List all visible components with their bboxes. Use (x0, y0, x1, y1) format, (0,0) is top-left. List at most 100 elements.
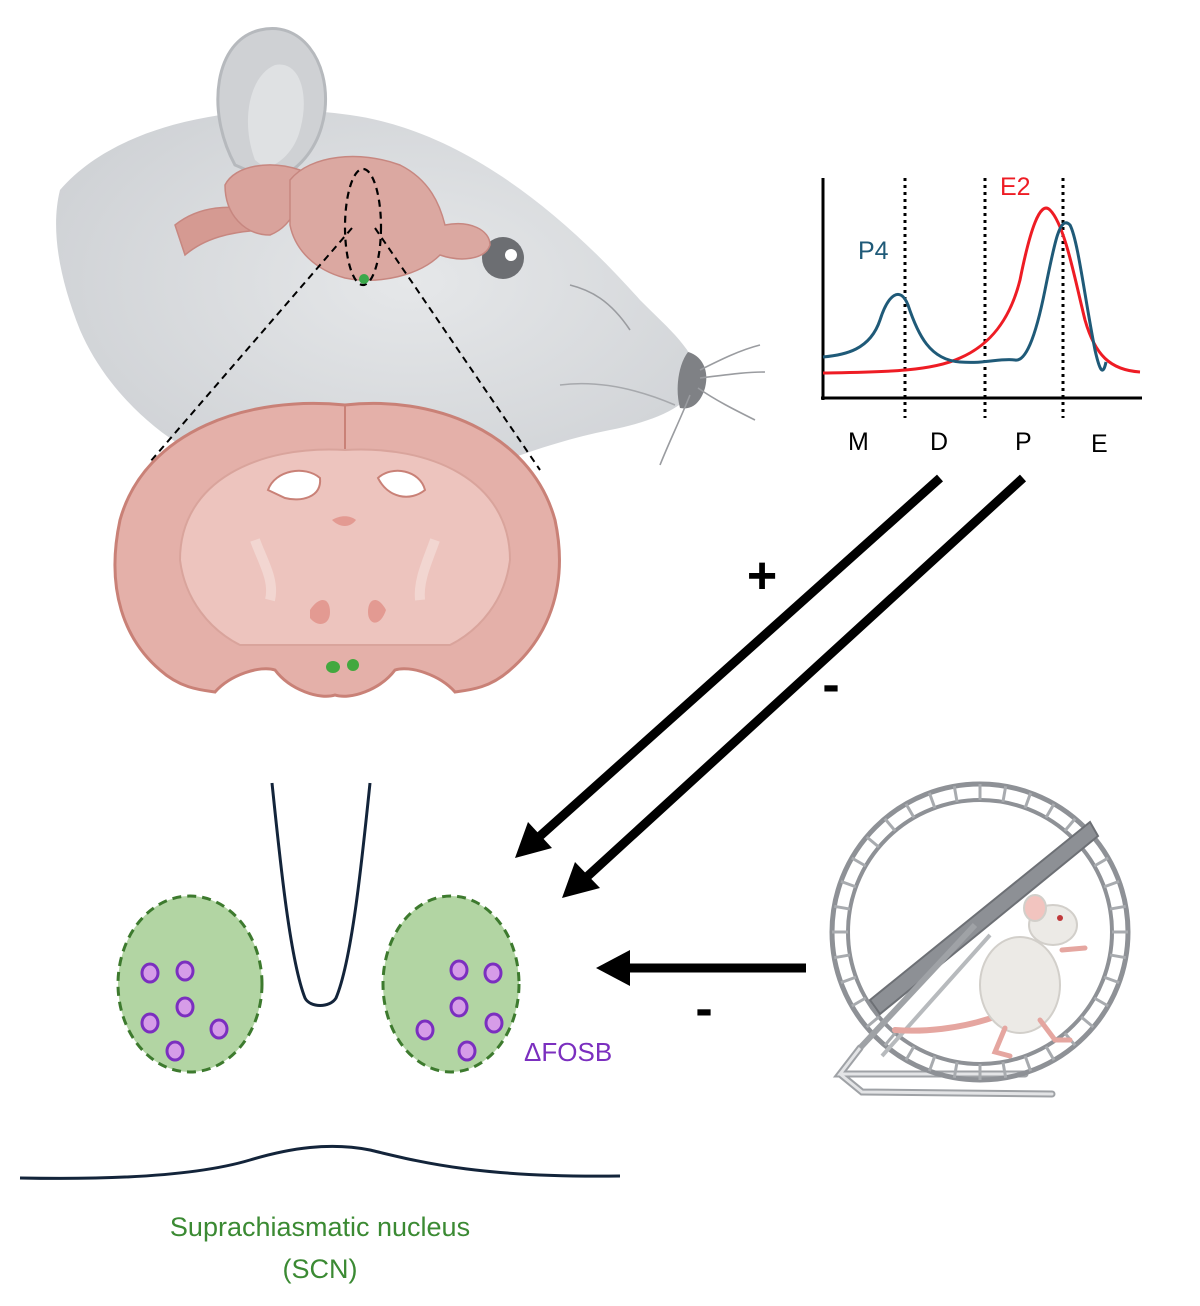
wheel-support-strut (857, 922, 978, 1051)
arrowhead-proestrus (562, 862, 600, 898)
mouse-hind-leg-2 (1037, 1017, 1073, 1043)
fosb-cell (165, 1040, 185, 1062)
series-label-e2: E2 (1000, 173, 1031, 201)
third-ventricle-lower-left (310, 600, 330, 624)
coronal-white-matter (178, 448, 512, 646)
wheel-rung (1063, 817, 1077, 832)
mouse-on-wheel (892, 894, 1088, 1059)
wheel-rung (1103, 975, 1120, 985)
wheel-rung (952, 785, 959, 803)
wheel-rung (952, 1061, 959, 1079)
wheel-rung (927, 792, 937, 809)
wheel-rung (1093, 996, 1109, 1008)
wheel-rung (833, 904, 851, 911)
cerebrum (289, 155, 491, 281)
wheel-rung (851, 996, 867, 1008)
rat-eye-highlight (505, 249, 517, 261)
fosb-cells-left (140, 960, 229, 1062)
fosb-cell (449, 996, 469, 1018)
phase-label-d: D (930, 428, 948, 456)
rat-eye (482, 237, 524, 279)
wheel-stand (832, 1044, 1056, 1098)
optic-chiasm-line (19, 1144, 621, 1180)
wheel-rung (1109, 953, 1127, 960)
wheel-rung (840, 879, 857, 889)
wheel-rung (883, 1032, 897, 1047)
running-wheel-illustration (829, 781, 1131, 1098)
wheel-axle-bar (868, 820, 1100, 1016)
third-ventricle-outline (270, 782, 372, 1007)
wheel-rung (1023, 792, 1033, 809)
wheel-rung (840, 975, 857, 985)
fosb-cell (483, 962, 503, 984)
fosb-cells-right (415, 959, 504, 1062)
series-label-p4: P4 (858, 237, 889, 265)
third-ventricle-upper (332, 516, 356, 526)
wheel-rung (1001, 785, 1008, 803)
wheel-rung (1001, 1061, 1008, 1079)
scn-nucleus-left (116, 894, 264, 1074)
effect-sign-wheel: - (695, 980, 712, 1038)
sagittal-brain (174, 155, 491, 287)
mouse-front-paw (1059, 945, 1088, 953)
wheel-rung (1093, 856, 1109, 868)
scn-dot-right (347, 659, 359, 671)
effect-sign-proestrus: - (822, 656, 839, 714)
arrow-proestrus-to-scn (574, 474, 1027, 889)
rat-head-illustration (56, 27, 766, 491)
scn-label-line1: Suprachiasmatic nucleus (170, 1212, 470, 1242)
phase-label-m: M (848, 428, 869, 456)
phase-label-e: E (1091, 430, 1108, 458)
wheel-rung (865, 1015, 880, 1029)
wheel-rung (1080, 1015, 1095, 1029)
rat-inner-ear (247, 64, 304, 168)
coronal-brain-section (113, 401, 561, 698)
wheel-rung (927, 1055, 937, 1072)
wheel-rung (1044, 803, 1056, 819)
series-p4-curve (822, 221, 1108, 372)
series-e2-curve (822, 206, 1141, 375)
scn-dot-left (326, 661, 340, 673)
wheel-rung (904, 803, 916, 819)
mouse-ear (1023, 894, 1047, 922)
left-ventricle (266, 469, 322, 501)
wheel-rung (1023, 1055, 1033, 1072)
hormone-plot: P4 E2 M D P E (821, 173, 1142, 458)
effect-arrows: + - - (515, 474, 1027, 1038)
mouse-eye (1057, 915, 1063, 921)
mouse-body (979, 936, 1061, 1034)
wheel-rung (883, 817, 897, 832)
wheel-stand-inner (836, 1046, 1054, 1096)
arrowhead-diestrus (515, 822, 552, 858)
wheel-rung (833, 953, 851, 960)
scn-location-dot (359, 274, 369, 284)
scn-label-line2: (SCN) (283, 1254, 358, 1284)
wheel-support-strut-2 (880, 933, 992, 1058)
phase-label-p: P (1015, 428, 1032, 456)
hippocampal-tract-left (250, 538, 277, 602)
wheel-rung (904, 1045, 916, 1061)
rat-mouth (559, 382, 676, 406)
effect-sign-diestrus: + (747, 547, 777, 605)
wheel-rung (1103, 879, 1120, 889)
wheel-rung (865, 835, 880, 849)
mouse-hind-leg (991, 1025, 1013, 1059)
section-plane-outline (343, 167, 383, 287)
rat-nose (677, 352, 707, 409)
fosb-cell (457, 1040, 477, 1062)
scn-nucleus-right (381, 894, 521, 1074)
arrowhead-wheel (596, 950, 630, 986)
rat-head-silhouette (56, 110, 700, 491)
right-ventricle (376, 469, 427, 498)
fosb-cell (175, 960, 195, 982)
projection-line-right (374, 227, 541, 471)
arrow-diestrus-to-scn (526, 474, 944, 849)
wheel-rung (1109, 904, 1127, 911)
fosb-marker-label: ΔFOSB (524, 1037, 612, 1067)
fosb-cell (415, 1019, 435, 1041)
wheel-rung (1044, 1045, 1056, 1061)
fosb-cell (484, 1012, 504, 1034)
fosb-cell (140, 962, 160, 984)
fosb-cell (449, 959, 469, 981)
